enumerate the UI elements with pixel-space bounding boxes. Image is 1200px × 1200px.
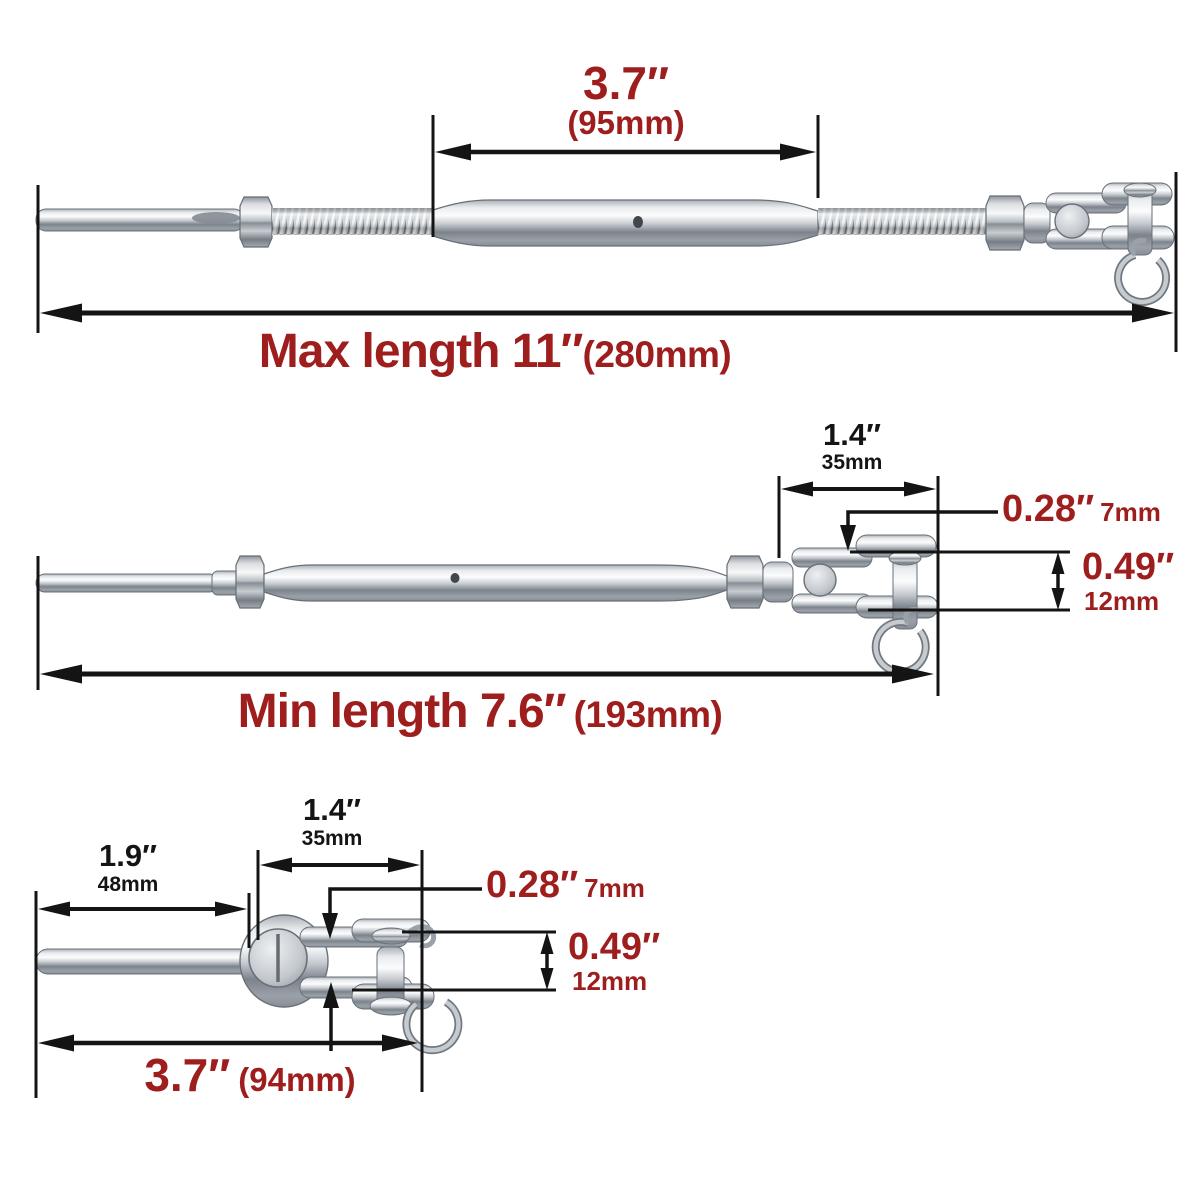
arrowhead-down	[840, 525, 856, 551]
pin-diameter-inches: 0.28″	[486, 864, 579, 906]
arrowhead-up	[1051, 552, 1065, 574]
body-hole	[633, 216, 643, 228]
arrowhead-left	[38, 1034, 74, 1052]
label-jaw-width-mm-mid: 12mm	[1084, 586, 1160, 616]
arrowhead-left	[260, 857, 292, 873]
swage-toggle-photo	[35, 914, 463, 1055]
label-jaw-length-inches-mid: 1.4″	[823, 417, 881, 452]
max-length-mm: (280mm)	[582, 334, 732, 375]
label-pin-diameter-bottom: 0.28″ 7mm	[486, 866, 645, 904]
toggle-jaw	[762, 534, 939, 676]
pin-diameter-inches: 0.28″	[1002, 488, 1095, 530]
clevis-pin-cap	[371, 927, 411, 945]
arrowhead-up	[323, 982, 339, 1008]
jaw-pin-head	[803, 563, 837, 597]
turnbuckle-body	[263, 564, 728, 602]
hex-lock-nut	[239, 196, 273, 248]
arrowhead-right	[1132, 303, 1174, 323]
dim-stud-length	[34, 891, 251, 1098]
arrowhead-right	[215, 901, 247, 917]
closed-turnbuckle-photo	[35, 534, 939, 676]
label-body-length-mm: (95mm)	[567, 104, 685, 141]
turnbuckle-body	[432, 199, 819, 247]
pin-diameter-mm: 7mm	[1100, 497, 1161, 527]
label-min-length: Min length 7.6″ (193mm)	[190, 688, 770, 736]
arrowhead-left	[435, 143, 471, 161]
ring-pin-hook	[1129, 237, 1147, 257]
min-length-value: Min length 7.6″	[237, 685, 567, 738]
arrowhead-left	[40, 664, 82, 684]
label-stud-length-mm: 48mm	[97, 873, 159, 896]
jaw-pin-head	[1054, 203, 1090, 239]
threaded-rod-right	[818, 208, 986, 235]
arrowhead-down	[322, 913, 338, 939]
threaded-rod-left	[272, 208, 433, 235]
label-total-length-bottom: 3.7″ (94mm)	[80, 1052, 420, 1098]
label-jaw-width-inches-bottom: 0.49″	[568, 926, 661, 968]
arrowhead-right	[382, 1034, 418, 1052]
dim-jaw-width-mid	[850, 550, 1070, 612]
pin-diameter-mm: 7mm	[584, 873, 645, 903]
arrowhead-right	[904, 481, 936, 497]
arrowhead-left	[781, 481, 813, 497]
max-length-value: Max length 11″	[258, 325, 584, 378]
dim-max-length	[36, 172, 1178, 352]
label-stud-length-inches: 1.9″	[99, 838, 157, 873]
swage-stud-rod	[35, 948, 257, 975]
label-jaw-length-inches-bottom: 1.4″	[303, 792, 361, 827]
arrowhead-down	[1051, 588, 1065, 610]
hex-nut-jaw-side	[726, 555, 764, 609]
label-body-length-inches: 3.7″	[583, 57, 669, 109]
arrowhead-up	[540, 932, 554, 954]
label-jaw-length-mm-mid: 35mm	[821, 451, 883, 474]
dim-body-length	[431, 115, 820, 237]
label-pin-diameter-mid: 0.28″ 7mm	[1002, 490, 1161, 528]
label-jaw-length-mm-bottom: 35mm	[301, 827, 363, 850]
dim-total-length-bottom	[38, 1034, 418, 1052]
leader-line	[846, 510, 998, 527]
open-turnbuckle-photo	[35, 182, 1175, 306]
swage-flat	[192, 212, 240, 224]
arrowhead-down	[540, 968, 554, 990]
leader-line	[328, 887, 482, 915]
toggle-jaw	[1023, 182, 1175, 306]
arrowhead-left	[40, 303, 82, 323]
total-length-inches: 3.7″	[144, 1049, 231, 1101]
swage-stud-rod	[35, 573, 219, 593]
total-length-mm: (94mm)	[238, 1061, 356, 1098]
label-jaw-width-mm-bottom: 12mm	[572, 966, 648, 996]
body-hole	[450, 573, 460, 583]
arrowhead-right	[388, 857, 420, 873]
cotter-hook	[406, 924, 437, 949]
hex-nut-jaw-side	[985, 195, 1025, 251]
dim-pin-diameter-mid	[840, 510, 998, 551]
arrowhead-left	[38, 901, 70, 917]
arrowhead-right	[892, 664, 934, 684]
label-jaw-width-inches-mid: 0.49″	[1082, 546, 1175, 588]
dim-jaw-width-bottom	[352, 930, 556, 992]
arrowhead-right	[780, 143, 816, 161]
dim-min-length	[36, 556, 934, 690]
min-length-mm: (193mm)	[573, 694, 723, 735]
label-max-length: Max length 11″ (280mm)	[230, 328, 760, 376]
hex-lock-nut	[235, 555, 265, 609]
